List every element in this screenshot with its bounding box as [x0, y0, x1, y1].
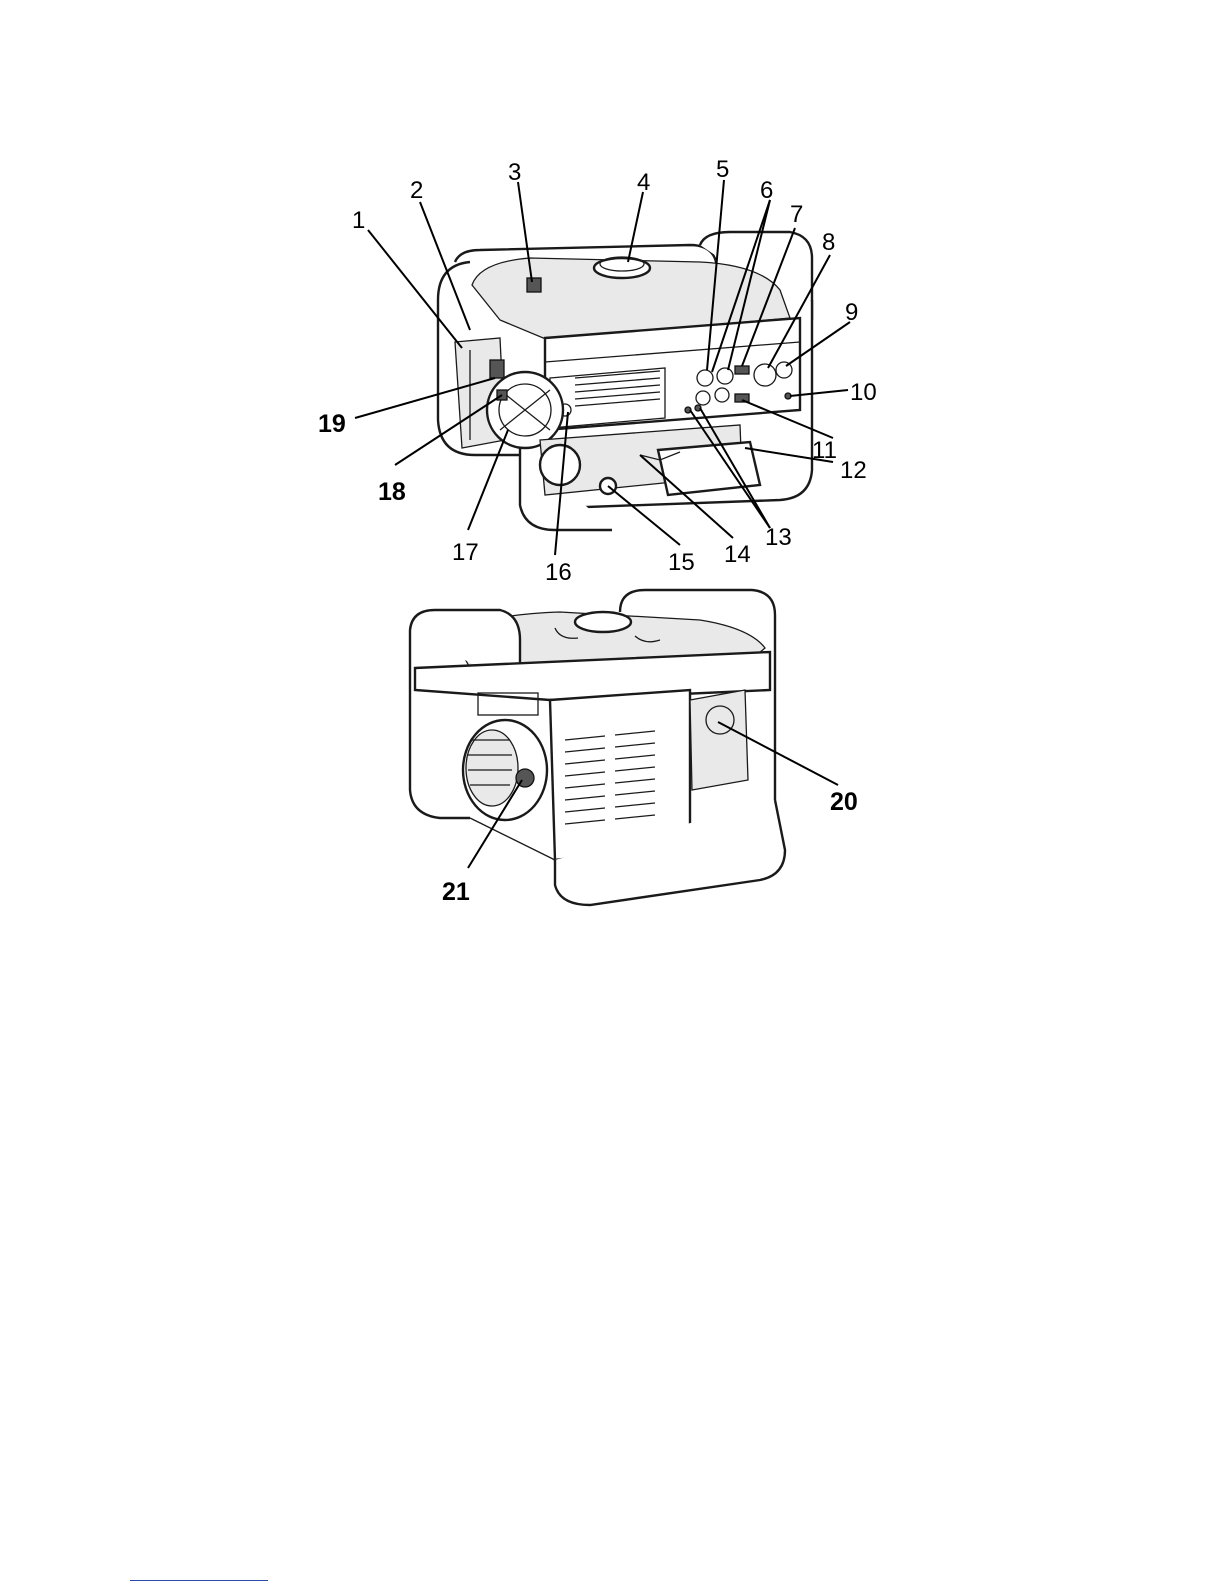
callout-16: 16: [545, 559, 572, 586]
callout-20: 20: [830, 788, 858, 816]
battery: [658, 442, 760, 495]
callout-11: 11: [812, 437, 837, 464]
callout-3: 3: [508, 159, 521, 186]
circuit-breaker[interactable]: [735, 366, 749, 374]
callout-18: 18: [378, 478, 406, 506]
callout-19: 19: [318, 410, 346, 438]
callout-17: 17: [452, 539, 479, 566]
callout-5: 5: [716, 156, 729, 183]
callout-7: 7: [790, 201, 803, 228]
callout-8: 8: [822, 229, 835, 256]
muffler-guard: [466, 730, 518, 806]
footer-rule: [130, 1580, 268, 1581]
fuel-gauge: [527, 278, 541, 292]
callout-10: 10: [850, 379, 877, 406]
callout-1: 1: [352, 207, 365, 234]
callout-4: 4: [637, 169, 650, 196]
callout-9: 9: [845, 299, 858, 326]
rear-engine: [690, 690, 748, 790]
callout-13: 13: [765, 524, 792, 551]
callout-6: 6: [760, 177, 773, 204]
rear-fuel-cap: [575, 612, 631, 632]
callout-14: 14: [724, 541, 751, 568]
generator-rear-view: [410, 590, 785, 905]
callout-12: 12: [840, 457, 867, 484]
engine-shroud: [540, 445, 580, 485]
callout-2: 2: [410, 177, 423, 204]
callout-15: 15: [668, 549, 695, 576]
generator-front-view: [438, 232, 812, 530]
rear-frame-left: [410, 630, 470, 818]
callout-21: 21: [442, 878, 470, 906]
choke-lever[interactable]: [490, 360, 504, 378]
control-panel: [545, 318, 800, 430]
rear-base-edge: [470, 818, 555, 860]
